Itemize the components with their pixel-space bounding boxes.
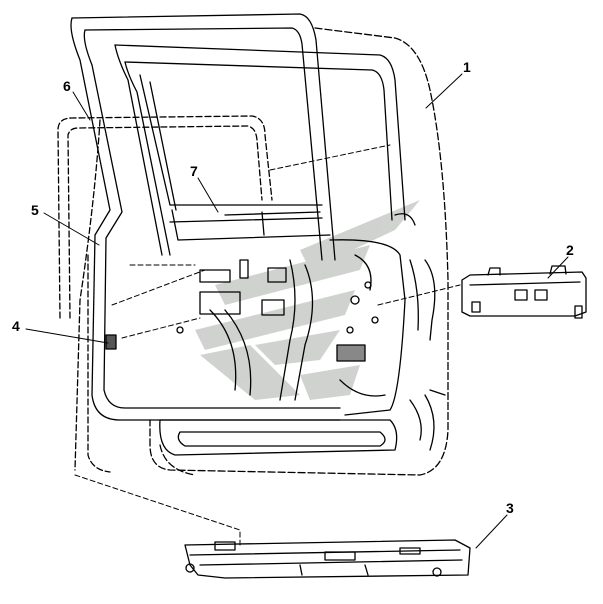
leader-2 [547, 256, 569, 279]
callout-7: 7 [190, 163, 198, 179]
leader-6 [72, 91, 91, 121]
callout-4: 4 [12, 318, 20, 334]
callout-5: 5 [31, 202, 39, 218]
leader-7 [197, 177, 219, 213]
callout-3: 3 [506, 500, 514, 516]
leader-3 [475, 514, 508, 549]
weatherstrip-seal [57, 115, 273, 319]
callout-labels: 1 2 3 4 5 6 7 [12, 59, 574, 516]
clip-part-4 [105, 334, 117, 350]
callout-6: 6 [63, 78, 71, 94]
leader-1 [425, 73, 463, 109]
callout-2: 2 [566, 242, 574, 258]
projection-lines [74, 144, 461, 546]
line-art [25, 13, 587, 579]
callout-1: 1 [463, 59, 471, 75]
callout-leaders [25, 73, 569, 549]
door-frame-seal [74, 119, 111, 473]
watermark-logo [195, 200, 420, 400]
leader-4 [25, 328, 109, 344]
run-channel-part-7 [224, 211, 321, 236]
door-outer-panel [149, 27, 449, 476]
door-inner-frame [70, 13, 446, 456]
sill-rail-part-3 [184, 539, 471, 579]
leader-5 [43, 212, 100, 246]
bracket-part-2 [461, 265, 587, 319]
